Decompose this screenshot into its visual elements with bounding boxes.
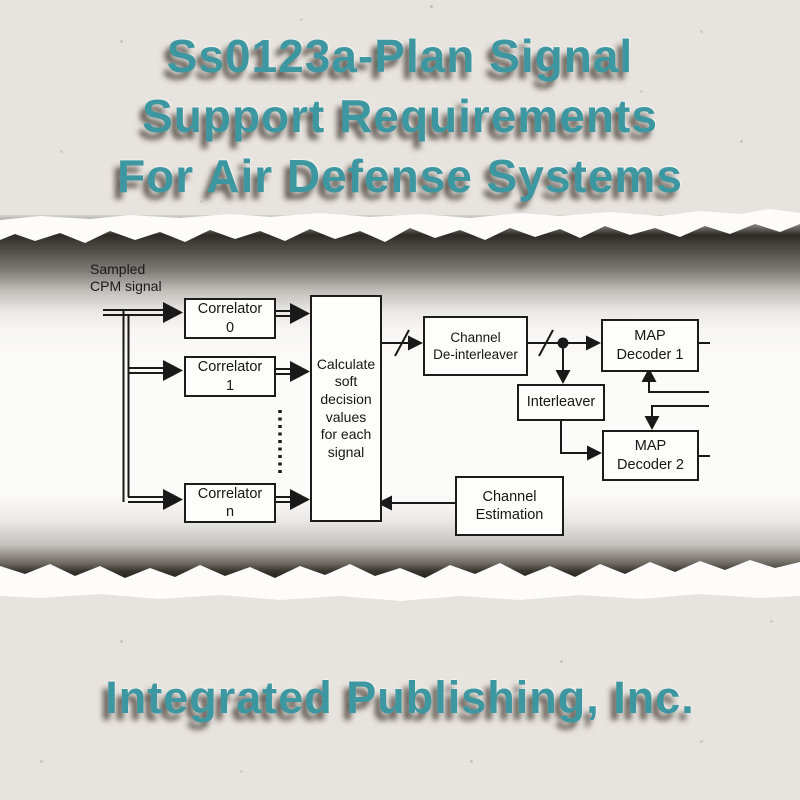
box-map-decoder-1: MAP Decoder 1 [601,319,699,372]
box-correlator-1: Correlator 1 [184,356,276,397]
box-calculate-line2: soft [334,373,358,390]
box-correlator-n-index: n [225,504,235,520]
input-signal-label: Sampled CPM signal [90,261,162,295]
box-correlator-0-label: Correlator [197,301,263,318]
box-calculate-line6: signal [327,443,365,460]
calc-to-deinterleaver-line [377,329,423,357]
box-correlator-0-index: 0 [225,319,235,336]
box-interleaver-label: Interleaver [526,394,596,411]
deinterleaver-to-map1-line [523,329,601,357]
input-signal-label-line1: Sampled [90,261,146,277]
correlator-output-buses [272,303,310,510]
publisher-credit-text: Integrated Publishing, Inc. [105,672,695,723]
input-signal-label-line2: CPM signal [90,278,162,294]
diagram-connectors [103,302,710,511]
box-map-decoder-2: MAP Decoder 2 [602,430,699,481]
page-title-line-3: For Air Defense Systems [117,150,683,202]
box-map1-line2: Decoder 1 [616,346,684,363]
box-map2-line1: MAP [634,438,667,455]
page-title-line-1: Ss0123a-Plan Signal [166,30,634,82]
box-correlator-0: Correlator 0 [184,298,276,339]
box-deinterleaver-line2: De-interleaver [433,347,518,362]
box-map2-line2: Decoder 2 [617,456,684,473]
torn-edge-top [0,209,800,243]
estimation-to-calc-line [377,495,455,511]
box-interleaver: Interleaver [517,384,605,421]
torn-edge-bottom [0,560,800,601]
publisher-credit: Integrated Publishing, Inc. [0,672,800,724]
box-calculate-line3: decision [320,390,372,407]
feedback-into-map1-line [641,368,709,393]
box-map1-line1: MAP [634,328,666,345]
box-estimation-line1: Channel [482,488,537,505]
paper-speckles [0,0,3,3]
torn-paper-strip: Sampled CPM signal Correlator 0 Correlat… [0,215,800,580]
box-calculate-line4: values [325,408,367,425]
box-calculate-line5: for each [320,426,372,443]
box-correlator-n-label: Correlator [197,485,263,502]
page-title: Ss0123a-Plan Signal Support Requirements… [0,26,800,206]
box-estimation-line2: Estimation [475,507,544,523]
page-title-line-2: Support Requirements [142,90,658,142]
input-bus-lines [103,302,183,510]
box-deinterleaver-line1: Channel [450,330,501,345]
box-correlator-1-index: 1 [225,377,235,394]
junction-dot [557,337,569,349]
box-calculate-soft-decision: Calculate soft decision values for each … [310,295,382,522]
box-correlator-1-label: Correlator [197,359,263,376]
box-correlator-n: Correlator n [184,483,276,523]
interleaver-to-map2-line [560,417,602,461]
junction-to-interleaver-line [555,346,571,384]
box-channel-deinterleaver: Channel De-interleaver [423,316,528,376]
box-calculate-line1: Calculate [316,355,376,372]
feedback-into-map2-line [644,405,709,430]
box-channel-estimation: Channel Estimation [455,476,564,536]
